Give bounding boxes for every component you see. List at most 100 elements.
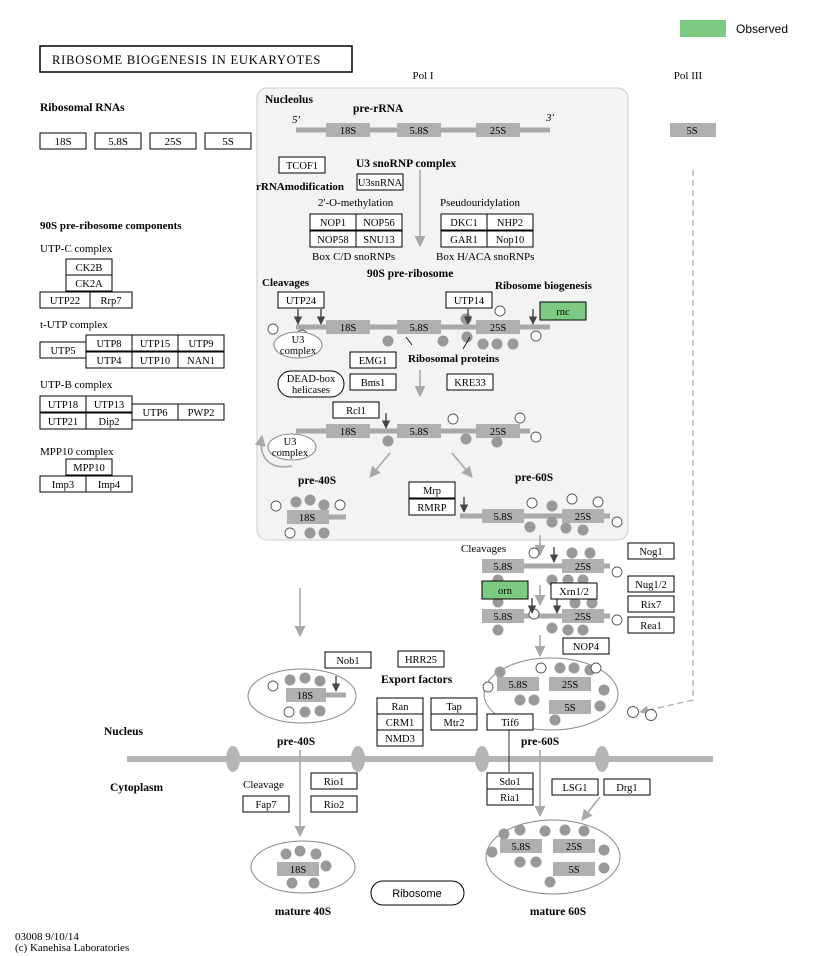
footer-code: 03008 9/10/14: [15, 931, 79, 943]
gene-box-snu13[interactable]: [355, 230, 403, 248]
gene-box-utp14[interactable]: [445, 291, 493, 309]
gene-box-ck2a[interactable]: [65, 274, 113, 292]
nucleolus-label: Nucleolus: [265, 94, 313, 106]
rnc-gene-box[interactable]: [539, 301, 587, 321]
gene-box-fap7[interactable]: [242, 795, 290, 813]
cleave2-protein-open: [611, 614, 623, 626]
ribosomal-proteins-pointer: [405, 336, 413, 346]
nuclear-pore: [475, 746, 489, 772]
orn-gene-box[interactable]: [481, 580, 529, 600]
pre60s-nuc-5s-segment: [549, 700, 591, 714]
pre40s-18s-label: 18S: [299, 513, 316, 524]
pre60s-protein: [524, 521, 536, 533]
u3-complex-90s: [273, 331, 323, 359]
inter-25s-label: 25S: [490, 427, 507, 438]
gene-box-rea1[interactable]: [627, 616, 675, 634]
pre90s-58s-segment: [397, 320, 441, 334]
pre-rrna-58s-label: 5.8S: [410, 126, 429, 137]
pol3-5s-segment: [670, 123, 716, 137]
gene-box-rio2[interactable]: [310, 795, 358, 813]
gene-box-nan1[interactable]: [177, 351, 225, 369]
gene-box-bms1[interactable]: [349, 373, 397, 391]
gene-label-utp21: UTP21: [48, 417, 78, 428]
gene-box-mtr2[interactable]: [430, 713, 478, 731]
gene-label-rea1: Rea1: [640, 621, 662, 632]
gene-box-tif6[interactable]: [486, 713, 534, 731]
mature60s-protein: [514, 824, 526, 836]
gene-box-lsg1[interactable]: [551, 778, 599, 796]
pre90s-protein: [461, 331, 473, 343]
gene-label-nop58: NOP58: [317, 235, 349, 246]
gene-label-drg1: Drg1: [616, 783, 637, 794]
gene-box-nhp2[interactable]: [486, 213, 534, 231]
deadbox-helicases-oval: [277, 370, 345, 398]
gene-box-nop10[interactable]: [486, 230, 534, 248]
gene-box-utp9[interactable]: [177, 334, 225, 352]
gene-box-mpp10[interactable]: [65, 458, 113, 476]
gene-box-emg1[interactable]: [349, 351, 397, 369]
gene-box-dip2[interactable]: [85, 412, 133, 430]
mature60s-58s-segment: [500, 839, 542, 853]
gene-label-nop10: Nop10: [496, 235, 525, 246]
pre90s-protein: [477, 338, 489, 350]
pre40s-nuc-protein: [299, 706, 311, 718]
gene-box-ria1[interactable]: [486, 788, 534, 806]
u3-complex-90s-line2: complex: [280, 346, 317, 357]
gene-box-nop4[interactable]: [562, 637, 610, 655]
pol3-5s-label: 5S: [686, 126, 697, 137]
gene-box-nug12[interactable]: [627, 575, 675, 593]
gene-box-drg1[interactable]: [603, 778, 651, 796]
gene-label-utp8: UTP8: [96, 339, 121, 350]
pre60s-protein-open: [611, 516, 623, 528]
gene-box-utp24[interactable]: [277, 291, 325, 309]
gene-box-mrp[interactable]: [408, 481, 456, 499]
gene-box-xrn12[interactable]: [550, 582, 598, 600]
pre-rrna-25s-label: 25S: [490, 126, 507, 137]
inter-58s-segment: [397, 424, 441, 438]
gene-box-rcl1[interactable]: [332, 401, 380, 419]
gene-box-nmd3[interactable]: [376, 729, 424, 747]
pre60s-nuc-protein: [594, 700, 606, 712]
gene-box-rrp7[interactable]: [89, 291, 133, 309]
gene-box-kre33[interactable]: [446, 373, 494, 391]
gene-label-u3snrna: U3snRNA: [358, 178, 403, 189]
mature60s-label: mature 60S: [530, 906, 586, 918]
pre40s-nuc-protein-open: [283, 706, 295, 718]
cleave1-58s-label: 5.8S: [494, 562, 513, 573]
pre40s-nuc-18s-label: 18S: [297, 691, 314, 702]
gene-box-rmrp[interactable]: [408, 498, 456, 516]
gene-box-rix7[interactable]: [627, 595, 675, 613]
cleavage-label: Cleavage: [243, 779, 284, 791]
gene-label-utp18: UTP18: [48, 400, 78, 411]
components-90s-label: 90S pre-ribosome components: [40, 220, 182, 232]
gene-label-tcof1: TCOF1: [286, 161, 318, 172]
inter-protein: [460, 433, 472, 445]
arrow-to-pre40s: [369, 452, 391, 478]
mature60s-58s-label: 5.8S: [512, 842, 531, 853]
gene-box-imp4[interactable]: [85, 475, 133, 493]
page-title: RIBOSOME BIOGENESIS IN EUKARYOTES: [52, 53, 321, 67]
mature60s-protein: [578, 825, 590, 837]
gene-box-nob1[interactable]: [324, 651, 372, 669]
gene-box-tcof1[interactable]: [278, 156, 326, 174]
ribosomal-proteins-label: Ribosomal proteins: [408, 353, 500, 365]
pre60s-nuc-protein-open: [535, 662, 547, 674]
gene-box-nog1[interactable]: [627, 542, 675, 560]
gene-label-nop4: NOP4: [573, 642, 600, 653]
mature40s-label: mature 40S: [275, 906, 331, 918]
pre60s-58s-segment: [482, 509, 524, 523]
gene-box-nop56[interactable]: [355, 213, 403, 231]
gene-box-hrr25[interactable]: [397, 650, 445, 668]
mature40s-protein: [280, 848, 292, 860]
cleave1-protein: [566, 547, 578, 559]
pre40s-nuc-protein: [314, 705, 326, 717]
inter-18s-label: 18S: [340, 427, 357, 438]
rrna-5s-box: [204, 132, 252, 150]
gene-box-rio1[interactable]: [310, 772, 358, 790]
gene-label-nan1: NAN1: [187, 356, 215, 367]
gene-box-pwp2[interactable]: [177, 403, 225, 421]
gene-box-u3snrna[interactable]: [356, 173, 404, 191]
cleave1-58s-segment: [482, 559, 524, 573]
pre60s-protein-free: [627, 706, 639, 718]
pre-rrna-25s-segment: [476, 123, 520, 137]
